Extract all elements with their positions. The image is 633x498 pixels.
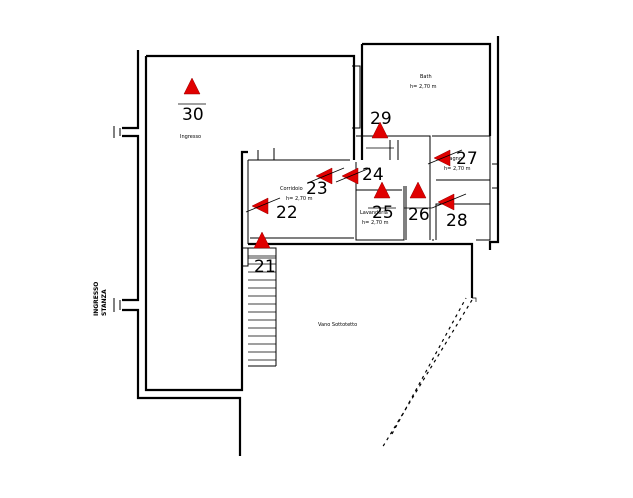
- marker-direction-line: [431, 193, 467, 209]
- corridor-height: h= 2,70 m: [286, 196, 313, 202]
- camera-marker-25[interactable]: 25: [368, 181, 396, 223]
- marker-label: 28: [446, 211, 468, 231]
- terrace-label: Vano Sottotetto: [318, 322, 357, 328]
- bath-height: h= 2,70 m: [410, 84, 437, 90]
- camera-marker-23[interactable]: 23: [306, 167, 345, 199]
- marker-label: 21: [254, 257, 276, 277]
- marker-label: 24: [362, 165, 384, 185]
- vertical-label-2: STANZA: [101, 289, 108, 316]
- camera-marker-26[interactable]: 26: [404, 181, 432, 225]
- big-room-label: Ingresso: [180, 134, 201, 140]
- marker-direction-line: [309, 167, 345, 183]
- vertical-label: INGRESSO: [93, 282, 100, 316]
- wc-label: Lavanderia: [360, 210, 388, 216]
- room-labels: Bath h= 2,70 m Ingresso Corridoio h= 2,7…: [93, 74, 471, 328]
- camera-marker-30[interactable]: 30: [178, 77, 206, 125]
- marker-direction-line: [335, 167, 371, 183]
- wc-height: h= 2,70 m: [362, 220, 389, 226]
- camera-markers: 30 29 27 24 23 22 25 26 28 21: [178, 77, 478, 277]
- marker-label: 22: [276, 203, 298, 223]
- small-room-label: Bagno: [446, 156, 462, 162]
- marker-label: 25: [372, 203, 394, 223]
- marker-label: 23: [306, 179, 328, 199]
- marker-label: 27: [456, 149, 478, 169]
- bath-label: Bath: [420, 74, 432, 80]
- staircase: [248, 247, 277, 367]
- red-triangle-marker-icon: [183, 77, 201, 95]
- red-triangle-marker-icon: [409, 181, 427, 199]
- walls: [113, 36, 500, 456]
- marker-direction-line: [427, 149, 463, 165]
- red-triangle-marker-icon: [371, 121, 389, 139]
- camera-marker-29[interactable]: 29: [366, 109, 394, 149]
- marker-label: 26: [408, 205, 430, 225]
- red-triangle-marker-icon: [373, 181, 391, 199]
- camera-marker-24[interactable]: 24: [335, 165, 384, 185]
- camera-marker-28[interactable]: 28: [431, 193, 468, 231]
- camera-marker-21[interactable]: 21: [248, 231, 276, 277]
- marker-direction-line: [245, 197, 281, 213]
- corridor-label: Corridoio: [280, 186, 303, 192]
- camera-marker-22[interactable]: 22: [245, 197, 298, 223]
- marker-label: 30: [182, 105, 204, 125]
- small-room-height: h= 2,70 m: [444, 166, 471, 172]
- red-triangle-marker-icon: [253, 231, 271, 249]
- camera-marker-27[interactable]: 27: [427, 149, 478, 169]
- marker-label: 29: [370, 109, 392, 129]
